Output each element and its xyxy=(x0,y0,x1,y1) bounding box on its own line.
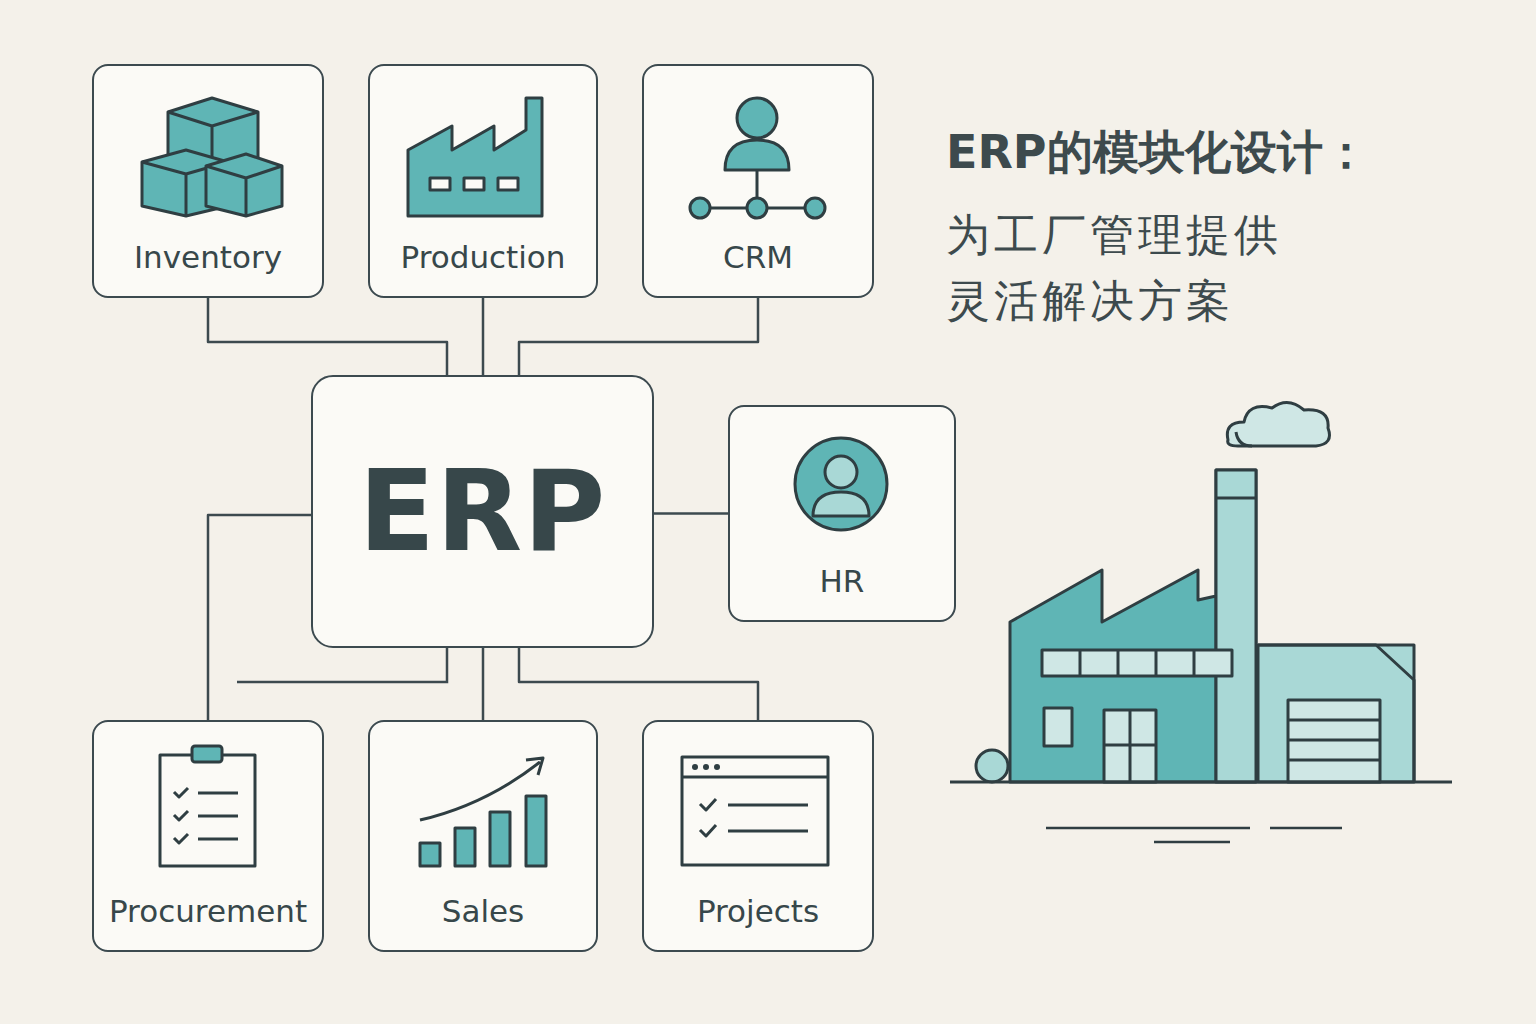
module-box: Procurement xyxy=(92,720,324,952)
procurement-icon xyxy=(160,746,255,866)
crm-icon xyxy=(690,98,825,218)
module-box: Inventory xyxy=(92,64,324,298)
module-box: Sales xyxy=(368,720,598,952)
diagram-title: ERP的模块化设计： xyxy=(946,122,1369,184)
connector-line xyxy=(208,298,447,375)
node-label: CRM xyxy=(723,240,793,274)
factory-illustration xyxy=(950,402,1452,842)
connector-line xyxy=(208,515,311,720)
inventory-icon xyxy=(142,98,282,216)
module-box: CRM xyxy=(642,64,874,298)
module-box: Projects xyxy=(642,720,874,952)
connector-line xyxy=(482,298,485,375)
node-label: Projects xyxy=(697,894,819,928)
connector-line xyxy=(482,648,485,720)
connector-line xyxy=(519,298,758,375)
node-label: ERP xyxy=(359,450,607,573)
node-label: Sales xyxy=(442,894,525,928)
core-box: ERP xyxy=(311,375,654,648)
node-label: Production xyxy=(401,240,566,274)
node-label: Procurement xyxy=(109,894,307,928)
module-box: Production xyxy=(368,64,598,298)
node-label: HR xyxy=(820,564,865,598)
hr-icon xyxy=(795,438,887,530)
node-label: Inventory xyxy=(134,240,282,274)
bus-branch xyxy=(237,648,447,682)
sales-icon xyxy=(420,758,546,866)
diagram-subtitle: 为工厂管理提供 灵活解决方案 xyxy=(946,202,1346,334)
box-fills xyxy=(92,64,956,952)
connector-line xyxy=(519,648,758,720)
module-box: HR xyxy=(728,405,956,622)
projects-icon xyxy=(682,757,828,865)
production-icon xyxy=(408,98,542,216)
connector-line xyxy=(654,512,728,515)
